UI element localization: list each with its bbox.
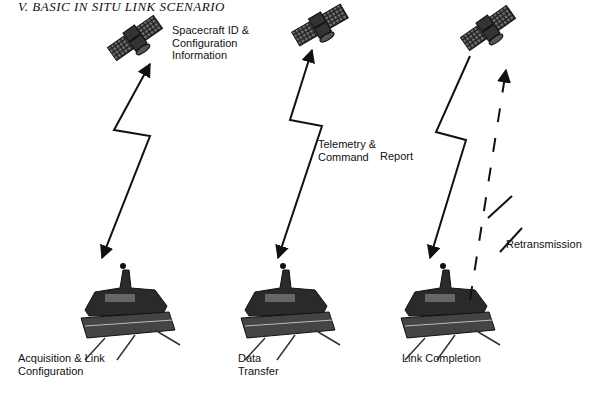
phase-caption: Link Completion [402, 352, 522, 365]
link-label: Report [380, 150, 413, 163]
phase-caption: Data Transfer [238, 352, 294, 377]
phase-caption: Acquisition & Link Configuration [18, 352, 148, 377]
link-label: Spacecraft ID & Configuration Informatio… [172, 24, 260, 62]
link-label: Retransmission [506, 238, 582, 251]
section-title: V. BASIC IN SITU LINK SCENARIO [18, 0, 225, 15]
